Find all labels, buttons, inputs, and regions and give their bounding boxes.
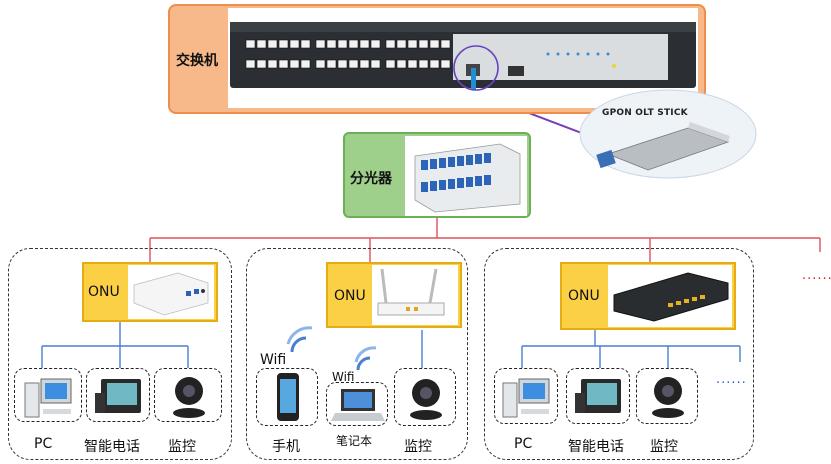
gpon-stick-panel [578,88,758,180]
device-label-camera-3: 监控 [650,439,678,455]
device-label-pc-3: PC [514,436,533,452]
camera-device-3 [636,368,698,424]
device-label-phone-1: 智能电话 [84,439,140,455]
wifi-icon-1 [286,322,326,362]
wifi-label-1: Wifi [260,352,287,368]
pc-device-1 [14,368,82,422]
onu-label-1: ONU [88,284,120,300]
onu-group-2 [246,248,468,460]
smart-phone-device-3 [566,368,630,424]
gpon-label: GPON OLT STICK [602,108,688,118]
splitter-label: 分光器 [350,171,392,187]
onu-group-1 [8,248,232,460]
onu-group-3 [484,248,754,460]
onu-image-3 [608,265,732,327]
switch-image [228,8,698,108]
device-label-pc-1: PC [34,436,53,452]
device-label-camera-1: 监控 [168,439,196,455]
device-label-mobile-2: 手机 [272,439,300,455]
wifi-icon-2 [354,344,390,378]
laptop-device-2 [326,382,388,426]
more-onu-indicator: ....... [802,268,831,283]
device-label-laptop-2: 笔记本 [336,434,373,448]
switch-label: 交换机 [176,53,218,69]
more-devices-indicator: ...... [716,372,747,387]
camera-device-1 [154,368,222,422]
pc-device-3 [494,368,558,424]
splitter-image [405,136,527,216]
onu-label-2: ONU [334,288,366,304]
smart-phone-device-1 [86,368,150,422]
device-label-camera-2: 监控 [404,439,432,455]
wifi-label-2: Wifi [332,370,355,384]
device-label-phone-3: 智能电话 [568,439,624,455]
onu-label-3: ONU [568,288,600,304]
onu-image-1 [128,265,214,319]
onu-image-2 [372,265,458,325]
mobile-device-2 [256,368,318,426]
camera-device-2 [394,368,456,426]
